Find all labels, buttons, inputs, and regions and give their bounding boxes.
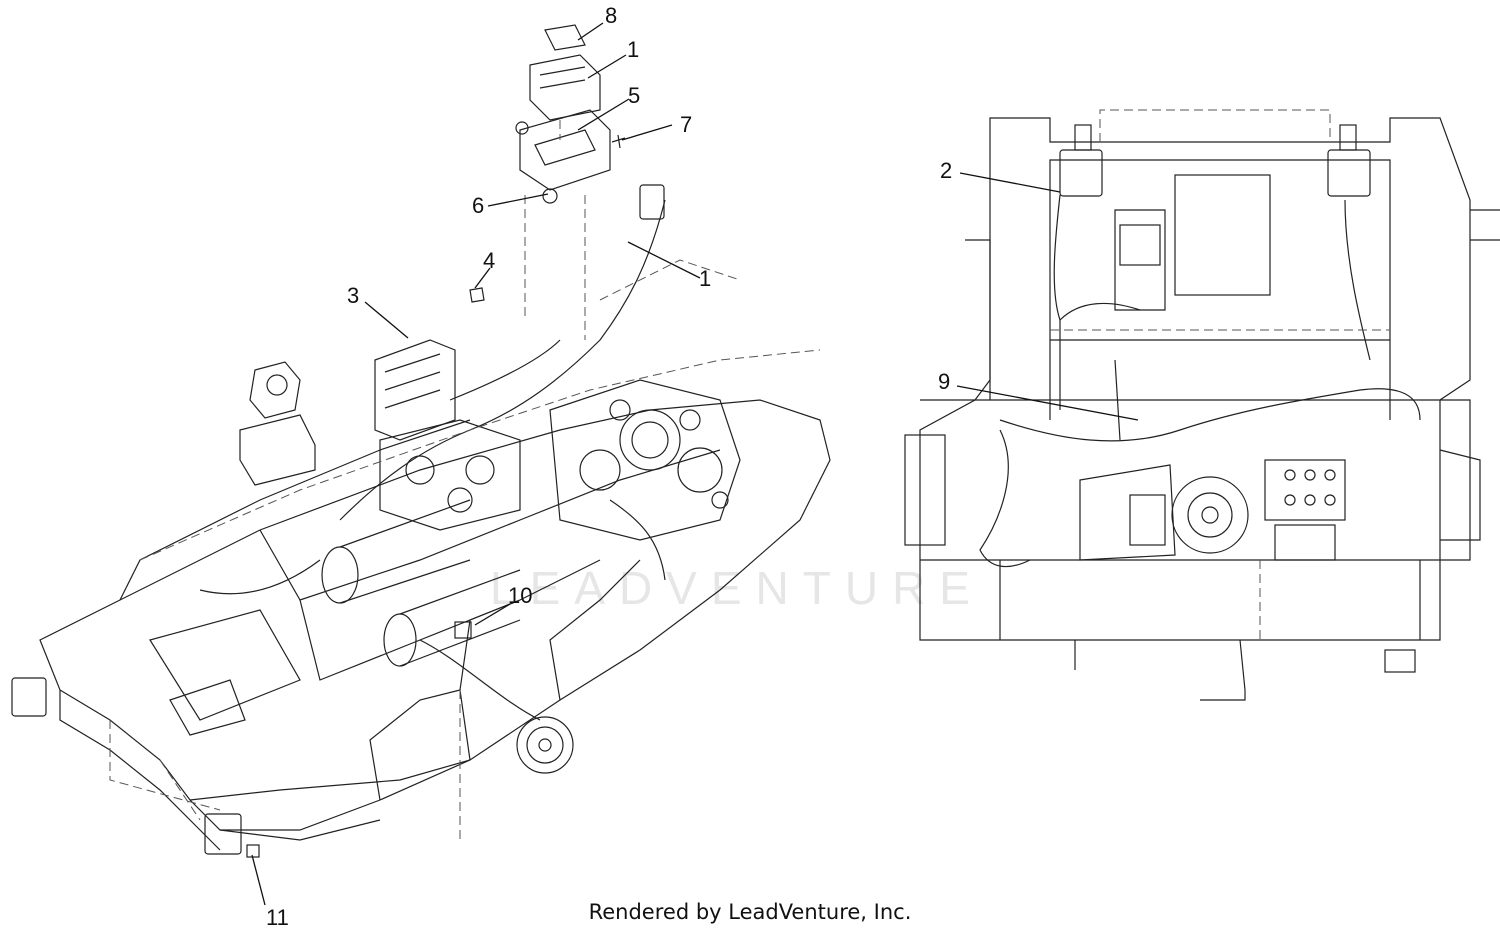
phantom-lines <box>109 120 821 840</box>
left-frame-assembly <box>11 24 831 858</box>
callout-3: 3 <box>347 283 359 308</box>
callout-2: 2 <box>940 158 952 183</box>
callout-8: 8 <box>605 3 617 28</box>
callout-11: 11 <box>266 905 289 930</box>
footer-text: Rendered by LeadVenture, Inc. <box>588 900 912 924</box>
callout-1-harness: 1 <box>699 266 711 291</box>
callout-9: 9 <box>938 369 950 394</box>
callout-labels: 8 1 5 7 6 4 1 3 10 11 2 9 <box>266 3 952 930</box>
callout-6: 6 <box>472 193 484 218</box>
callout-5: 5 <box>628 83 640 108</box>
callout-7: 7 <box>680 112 692 137</box>
right-phantom-lines <box>1050 109 1390 640</box>
footer-credit: Rendered by LeadVenture, Inc. <box>0 900 1500 924</box>
leader-lines <box>251 22 1139 906</box>
callout-4: 4 <box>483 248 495 273</box>
right-frame-assembly <box>904 117 1500 701</box>
watermark-text: LEADVENTURE <box>490 562 984 614</box>
callout-10: 10 <box>508 583 532 608</box>
callout-1-fuse-box: 1 <box>627 37 639 62</box>
